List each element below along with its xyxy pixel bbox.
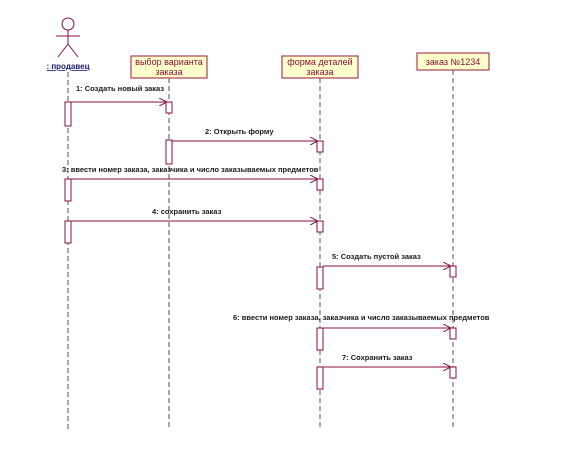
activation-order-1 bbox=[449, 265, 457, 278]
activation-actor-3 bbox=[64, 220, 72, 244]
message-label-1: 1: Создать новый заказ bbox=[76, 84, 164, 93]
message-label-6: 6: ввести номер заказа, заказчика и числ… bbox=[233, 313, 490, 322]
activation-order-2 bbox=[449, 327, 457, 340]
object-box-variant: выбор варианта заказа bbox=[130, 55, 208, 79]
activation-form-2 bbox=[316, 178, 324, 191]
actor-figure bbox=[56, 17, 80, 58]
activation-form-1 bbox=[316, 140, 324, 153]
activation-form-3 bbox=[316, 220, 324, 233]
activation-form-5 bbox=[316, 327, 324, 351]
message-label-4: 4: сохранить заказ bbox=[152, 207, 222, 216]
activation-form-6 bbox=[316, 366, 324, 390]
activation-actor-2 bbox=[64, 178, 72, 202]
activation-variant-2 bbox=[165, 139, 173, 165]
object-label-form-line2: заказа bbox=[306, 67, 333, 77]
object-label-order: заказ №1234 bbox=[426, 57, 480, 67]
activation-actor-1 bbox=[64, 101, 72, 127]
activation-form-4 bbox=[316, 266, 324, 290]
activation-variant-1 bbox=[165, 101, 173, 114]
object-label-form-line1: форма деталей bbox=[287, 57, 352, 67]
activation-order-3 bbox=[449, 366, 457, 379]
message-label-7: 7: Сохранить заказ bbox=[342, 353, 413, 362]
object-box-order: заказ №1234 bbox=[416, 52, 490, 71]
message-label-2: 2: Открыть форму bbox=[205, 127, 274, 136]
object-label-variant-line1: выбор варианта bbox=[135, 57, 203, 67]
message-label-5: 5: Создать пустой заказ bbox=[332, 252, 421, 261]
object-label-variant-line2: заказа bbox=[155, 67, 182, 77]
actor-label: : продавец bbox=[46, 62, 89, 71]
message-label-3: 3: ввести номер заказа, заказчика и числ… bbox=[62, 165, 319, 174]
object-box-form: форма деталей заказа bbox=[281, 55, 359, 79]
